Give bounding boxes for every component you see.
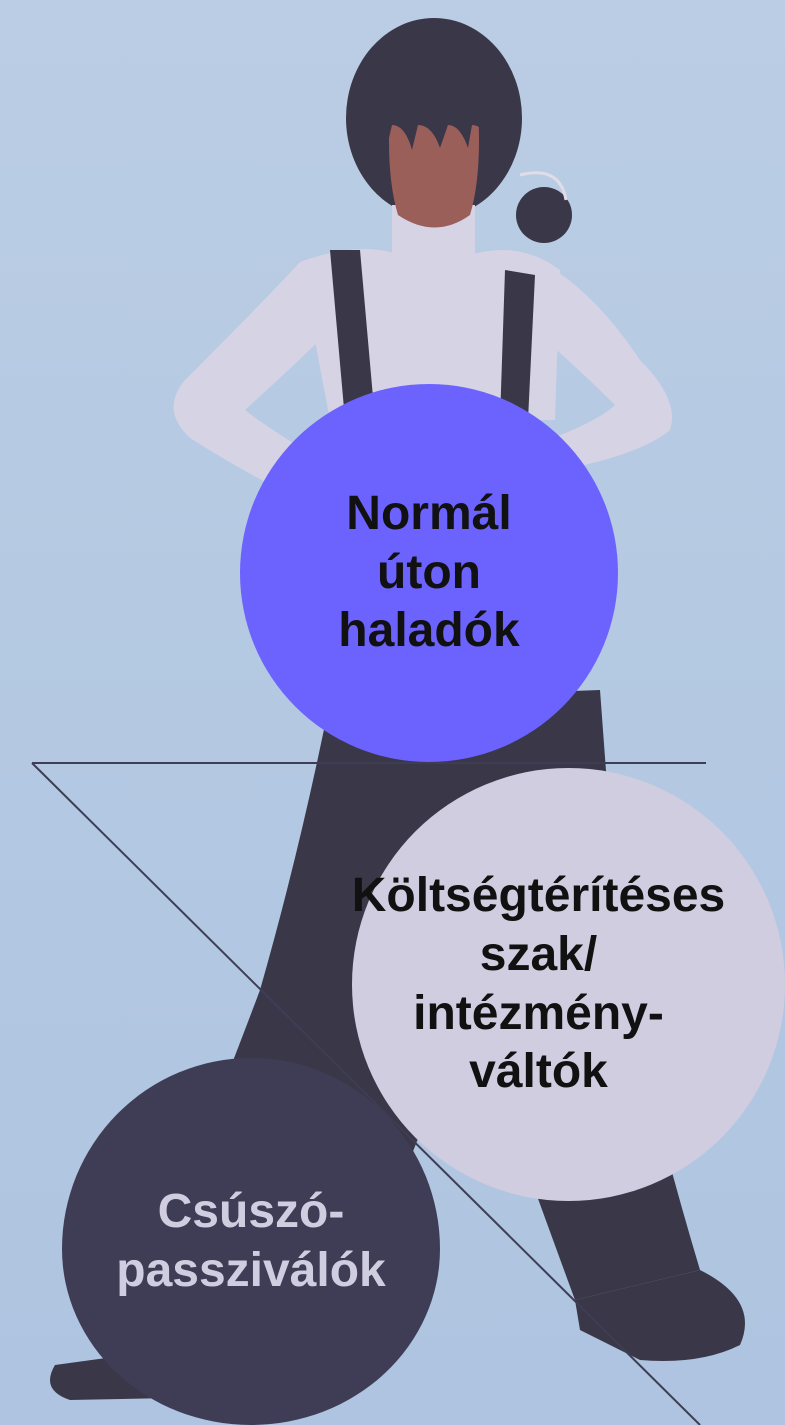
bubble-koltseg-line-1: Költségtérítéses [352, 867, 725, 926]
bubble-fee-paying-switchers: Költségtérítéses szak/ intézmény- váltók [352, 768, 785, 1201]
bubble-csuszo-line-2: passziválók [116, 1242, 385, 1301]
bubble-koltseg-line-2: szak/ [480, 926, 597, 985]
bubble-normal-text: Normál úton haladók [338, 485, 519, 661]
bubble-koltseg-line-3: intézmény- [413, 985, 664, 1044]
bubble-koltseg-line-4: váltók [469, 1043, 608, 1102]
bubble-normal-line-2: úton [338, 544, 519, 603]
bubble-normal-progress: Normál úton haladók [240, 384, 618, 762]
bubble-csuszo-text: Csúszó- passziválók [116, 1183, 385, 1300]
bubble-normal-line-1: Normál [338, 485, 519, 544]
bubble-normal-line-3: haladók [338, 602, 519, 661]
bubble-csuszo-line-1: Csúszó- [116, 1183, 385, 1242]
bubble-delayed-passive: Csúszó- passziválók [62, 1058, 440, 1425]
